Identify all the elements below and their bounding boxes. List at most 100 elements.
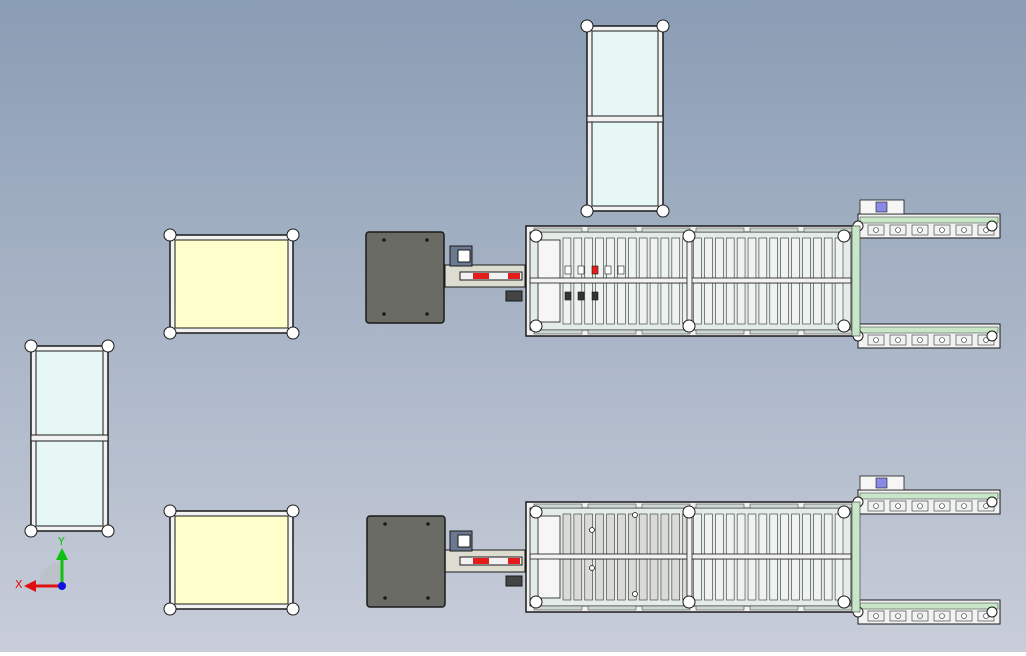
roller xyxy=(704,237,713,280)
roller xyxy=(649,282,659,325)
control-cabinet-top[interactable] xyxy=(365,231,526,324)
conveyor-line-top[interactable] xyxy=(525,199,1001,349)
roller xyxy=(736,237,746,280)
roller xyxy=(628,282,637,325)
frame-post xyxy=(682,505,696,519)
roller xyxy=(649,237,659,280)
roller xyxy=(649,558,659,601)
roller xyxy=(617,513,626,556)
roller xyxy=(638,282,648,325)
roller xyxy=(802,237,811,280)
roller xyxy=(802,282,811,325)
roller xyxy=(780,237,789,280)
triad-x-label: X xyxy=(15,578,23,591)
roller xyxy=(715,237,724,280)
roller xyxy=(693,558,702,601)
roller xyxy=(725,237,735,280)
roller xyxy=(791,558,800,601)
roller xyxy=(758,558,768,601)
roller xyxy=(671,513,681,556)
roller xyxy=(617,282,626,325)
frame-post xyxy=(529,595,543,609)
roller xyxy=(715,513,724,556)
roller xyxy=(638,513,648,556)
roller xyxy=(715,558,724,601)
roller xyxy=(649,513,659,556)
roller xyxy=(693,513,702,556)
roller xyxy=(791,237,800,280)
frame-post xyxy=(837,319,851,333)
frame-post xyxy=(682,229,696,243)
frame-post xyxy=(682,595,696,609)
roller xyxy=(562,282,572,325)
roller xyxy=(823,513,833,556)
roller xyxy=(780,558,789,601)
roller xyxy=(606,282,615,325)
frame-post xyxy=(682,319,696,333)
frame-post xyxy=(837,595,851,609)
roller xyxy=(747,237,757,280)
roller xyxy=(671,558,681,601)
roller xyxy=(638,237,648,280)
frame-post xyxy=(529,505,543,519)
roller xyxy=(834,513,844,556)
roller xyxy=(736,282,746,325)
roller xyxy=(834,282,844,325)
work-table-top[interactable] xyxy=(163,228,300,340)
roller xyxy=(802,513,811,556)
roller xyxy=(704,282,713,325)
coordinate-triad-icon: Y X xyxy=(15,535,68,592)
glass-panel-left[interactable] xyxy=(24,339,115,538)
roller xyxy=(802,558,811,601)
roller xyxy=(769,282,778,325)
roller xyxy=(813,282,822,325)
roller xyxy=(715,282,724,325)
roller xyxy=(780,513,789,556)
roller xyxy=(813,513,822,556)
roller xyxy=(769,558,778,601)
frame-post xyxy=(837,229,851,243)
roller xyxy=(628,237,637,280)
roller xyxy=(584,282,593,325)
roller xyxy=(660,513,670,556)
roller xyxy=(562,513,572,556)
control-cabinet-bottom[interactable] xyxy=(366,515,526,608)
triad-y-label: Y xyxy=(57,535,65,548)
roller xyxy=(595,558,604,601)
roller xyxy=(628,513,637,556)
roller xyxy=(584,237,593,280)
roller xyxy=(660,282,670,325)
glass-panel-top[interactable] xyxy=(580,19,670,218)
roller xyxy=(606,513,615,556)
roller xyxy=(693,282,702,325)
roller xyxy=(725,282,735,325)
frame-post xyxy=(837,505,851,519)
roller xyxy=(595,513,604,556)
roller xyxy=(617,558,626,601)
roller xyxy=(704,513,713,556)
roller xyxy=(747,282,757,325)
roller xyxy=(671,237,681,280)
work-table-bottom[interactable] xyxy=(163,504,300,616)
roller xyxy=(704,558,713,601)
frame-post xyxy=(529,229,543,243)
roller xyxy=(823,558,833,601)
roller xyxy=(573,558,583,601)
roller xyxy=(813,558,822,601)
roller xyxy=(791,513,800,556)
roller xyxy=(736,513,746,556)
conveyor-line-bottom[interactable] xyxy=(525,475,1001,625)
roller xyxy=(584,513,593,556)
roller xyxy=(747,513,757,556)
roller xyxy=(660,237,670,280)
roller xyxy=(834,558,844,601)
roller xyxy=(823,237,833,280)
roller xyxy=(693,237,702,280)
roller xyxy=(638,558,648,601)
roller xyxy=(758,513,768,556)
frame-post xyxy=(529,319,543,333)
roller xyxy=(573,513,583,556)
roller xyxy=(823,282,833,325)
